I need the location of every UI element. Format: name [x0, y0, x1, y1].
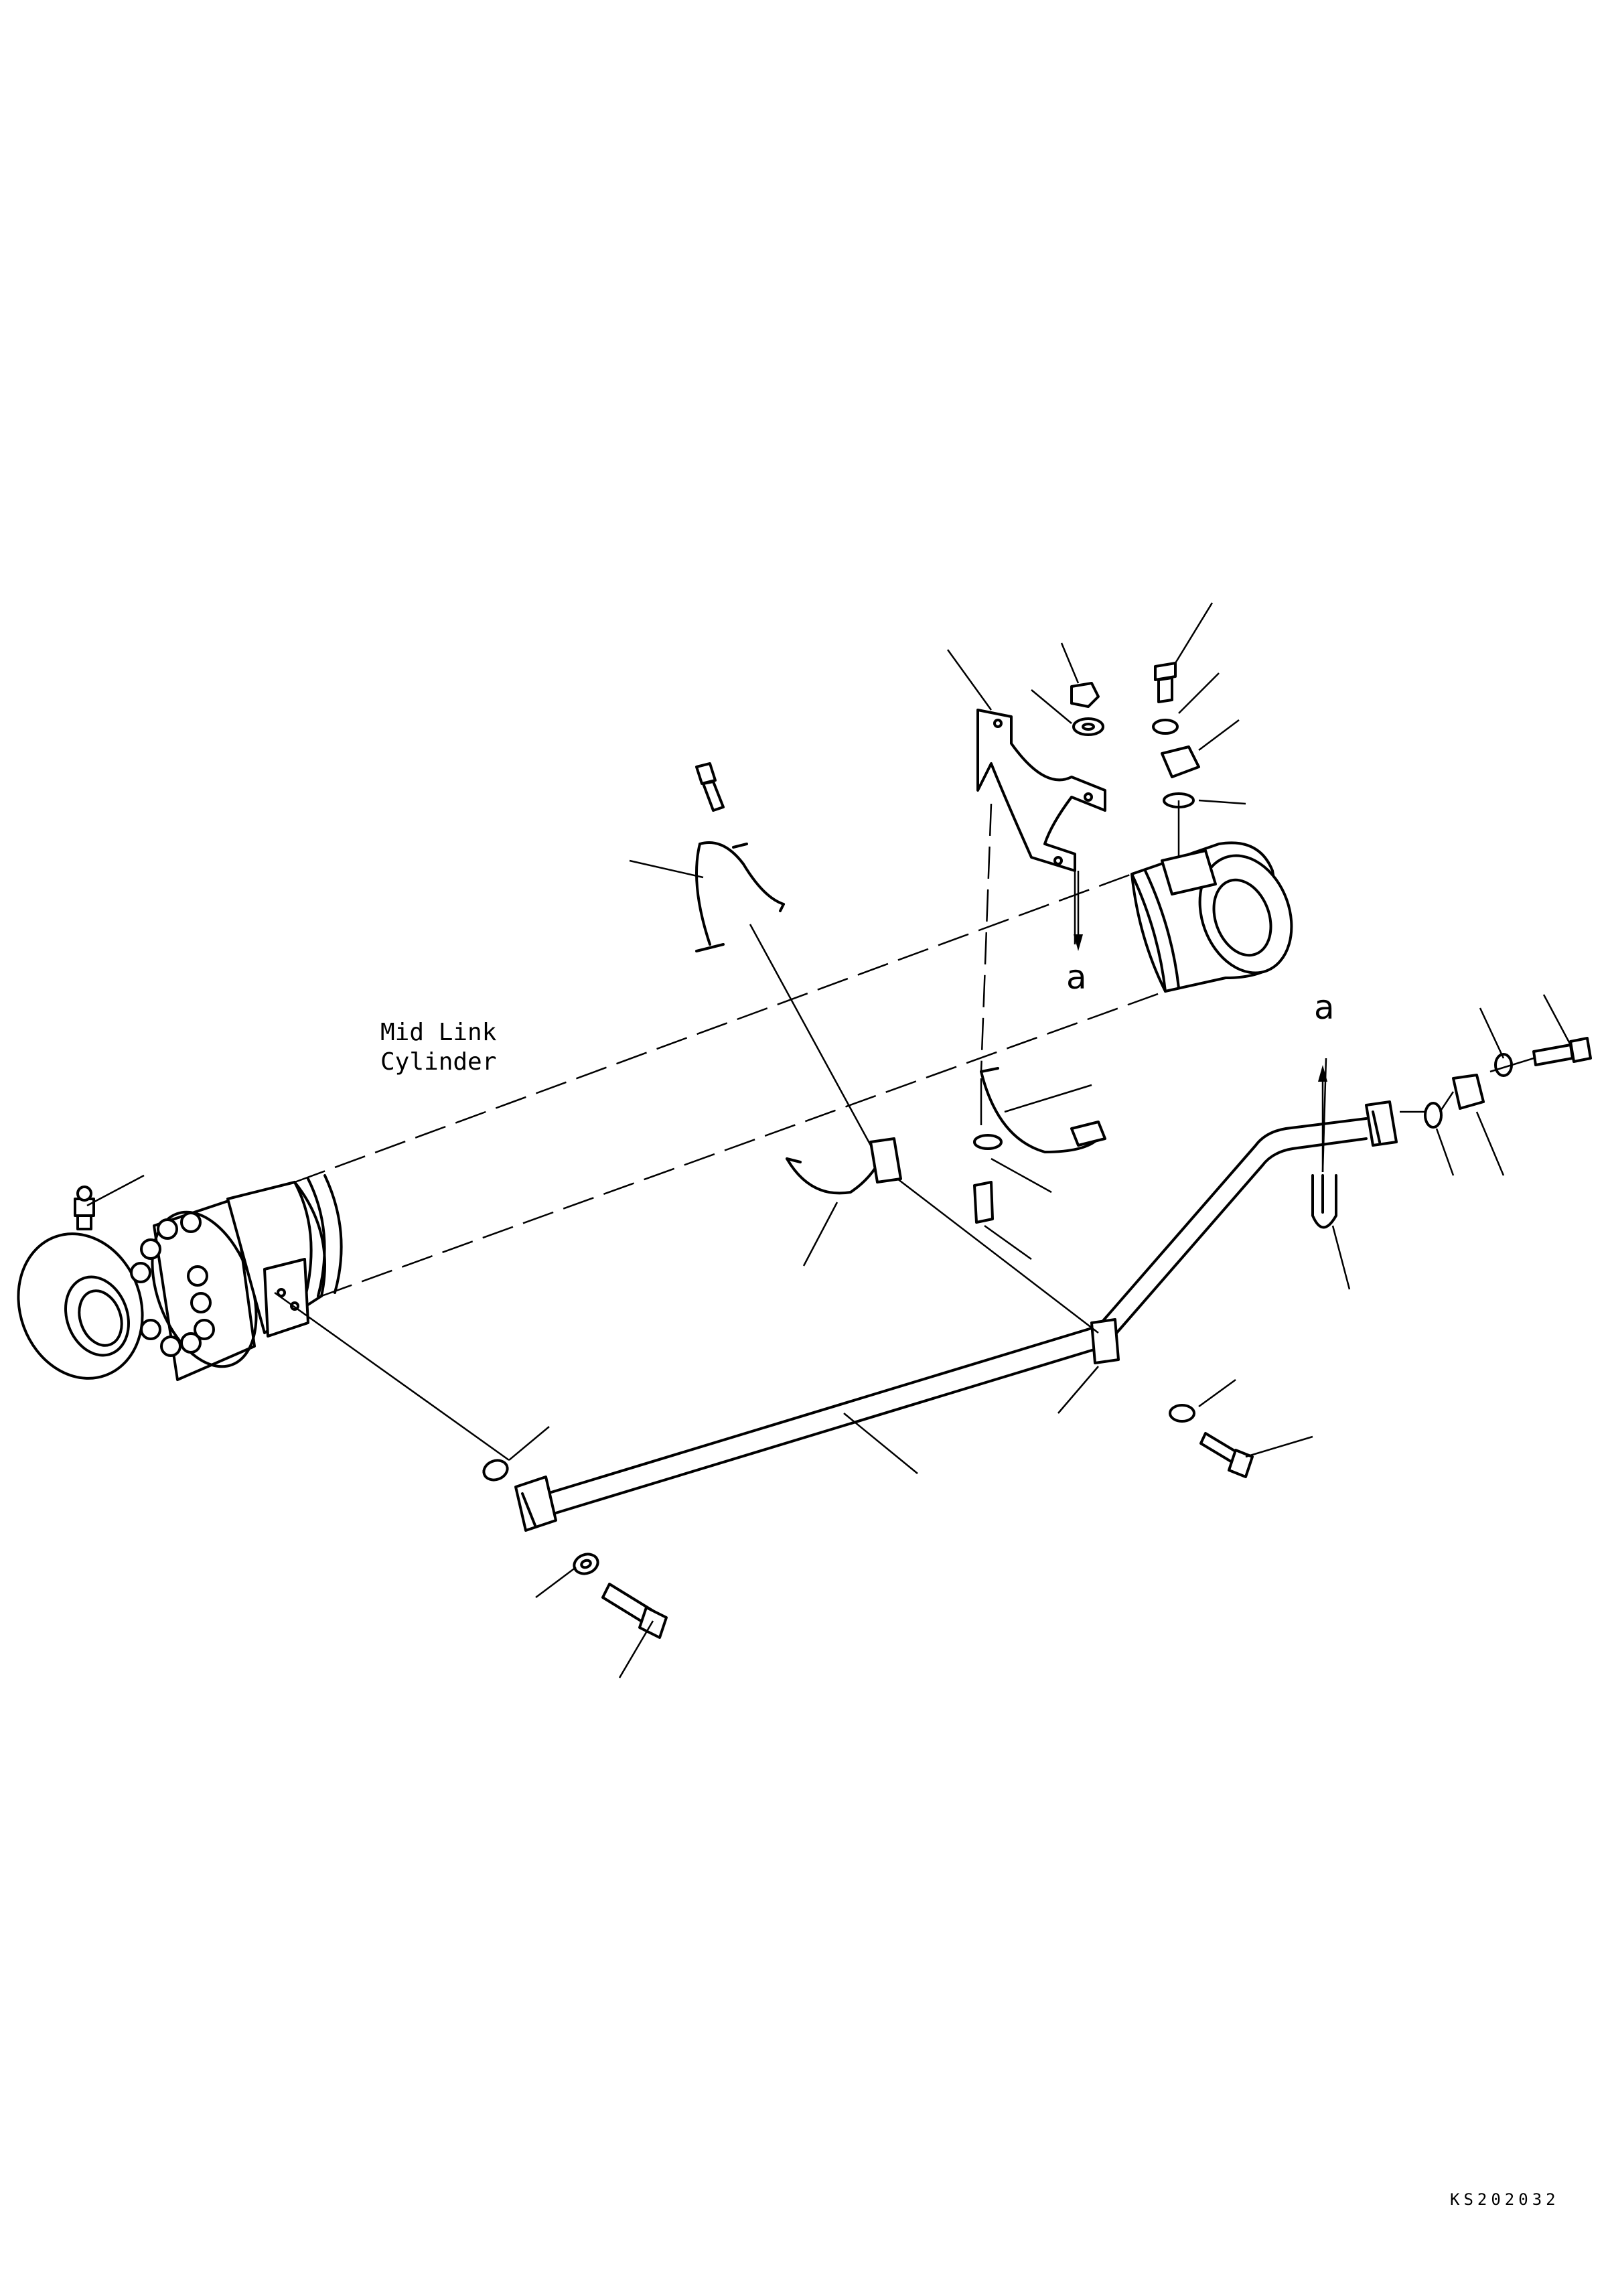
leader-lines [86, 602, 1572, 1678]
washer-lower-right [1169, 1404, 1195, 1423]
bolt-right [1532, 1037, 1592, 1066]
nut-upper [1070, 682, 1100, 708]
cylinder-head-flange [130, 1198, 258, 1381]
title-line-2: Cylinder [380, 1048, 497, 1076]
hydraulic-pipe [534, 1117, 1368, 1518]
split-flange-right [1452, 1074, 1485, 1110]
arrow-down-a [1074, 871, 1083, 951]
cylinder-rod-end-eye [17, 1232, 144, 1380]
reference-a-right: a [1314, 988, 1335, 1027]
grease-fitting-left [74, 1186, 95, 1230]
clamp-block-small [1090, 1318, 1120, 1364]
u-bolt [1311, 1174, 1337, 1229]
clamp-lower-center [786, 1137, 902, 1195]
drawing-code: KS202032 [1450, 2190, 1560, 2209]
bolt-top-left-clamp [695, 762, 725, 812]
pin-small [732, 843, 748, 849]
split-flange-upper [1161, 745, 1200, 778]
band-clamp-left [695, 841, 785, 952]
clamp-lower-right [980, 1067, 1106, 1153]
bolt-lower [973, 1181, 994, 1224]
pipe-flange-right [1365, 1100, 1398, 1147]
bracket-upper [976, 709, 1106, 872]
pipe-flange-left [514, 1476, 557, 1532]
o-ring-left [482, 1459, 509, 1482]
reference-a-top: a [1066, 958, 1087, 997]
arrow-up-a [1318, 1065, 1327, 1172]
cylinder-body [281, 873, 1166, 1297]
washer-lower [973, 1134, 1003, 1150]
cylinder-bottom-end [1130, 841, 1293, 993]
bolt-lower-right [1199, 1432, 1254, 1478]
title-line-1: Mid Link [380, 1019, 497, 1046]
bolt-left [601, 1583, 668, 1639]
cylinder-tube-left [226, 1174, 343, 1338]
washer-upper-right [1152, 719, 1179, 735]
o-ring-right [1424, 1102, 1443, 1129]
bolt-upper-right [1154, 662, 1177, 703]
washer-left [573, 1553, 599, 1575]
washer-upper [1072, 717, 1104, 736]
